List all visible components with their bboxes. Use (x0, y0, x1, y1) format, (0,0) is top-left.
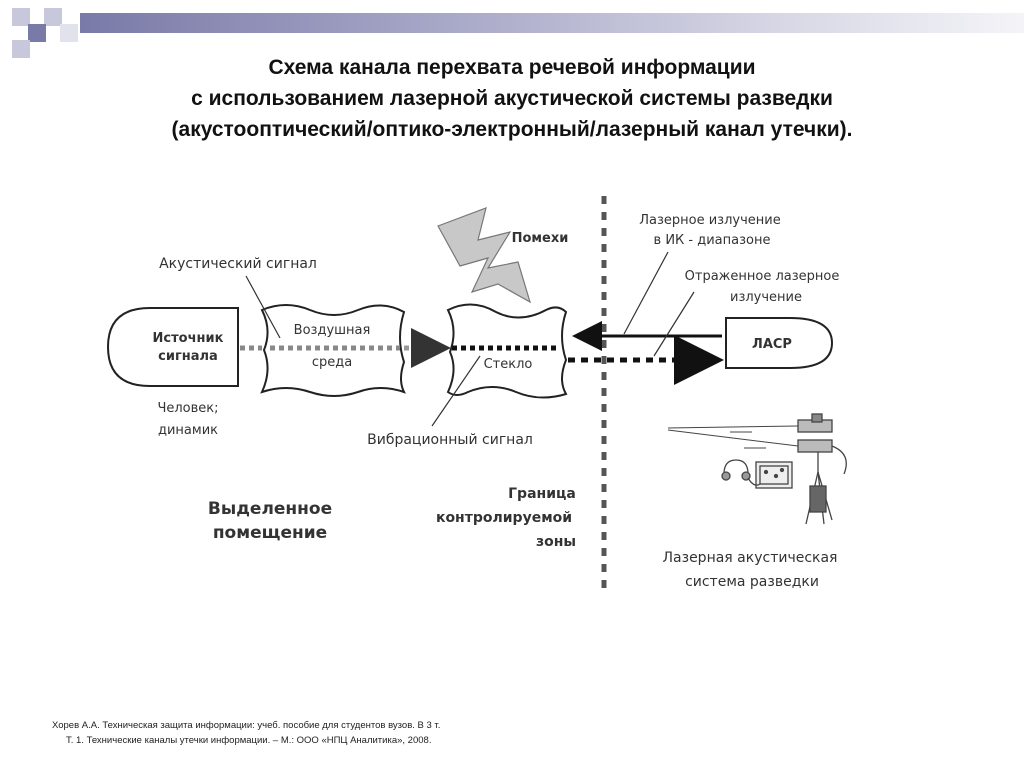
decoration-square (44, 8, 62, 26)
boundary-label: Граница (508, 486, 576, 502)
decoration-square (28, 24, 46, 42)
room-label: помещение (213, 523, 327, 543)
leader-line (653, 291, 695, 357)
human-label: Человек; (157, 401, 218, 416)
acoustic-signal-label: Акустический сигнал (159, 256, 317, 272)
air-label: Воздушная (294, 323, 371, 338)
system-label: Лазерная акустическая (663, 550, 838, 566)
interference-lightning-icon (437, 207, 532, 304)
citation-line: Т. 1. Технические каналы утечки информац… (66, 735, 432, 746)
lasr-label: ЛАСР (752, 337, 792, 352)
interference-label: Помехи (512, 231, 569, 246)
reflected-label: Отраженное лазерное (685, 269, 840, 284)
vibration-signal-label: Вибрационный сигнал (367, 432, 533, 448)
source-label: Источник (153, 331, 224, 346)
lasr-shape (725, 317, 834, 369)
header-decoration-bar (80, 13, 1024, 33)
page-title: Схема канала перехвата речевой информаци… (0, 52, 1024, 145)
title-line: с использованием лазерной акустической с… (191, 87, 833, 110)
source-label: сигнала (158, 349, 218, 364)
system-label: система разведки (685, 574, 819, 590)
glass-label: Стекло (484, 357, 533, 372)
laser-system-illustration (667, 413, 847, 525)
air-label: среда (312, 355, 352, 370)
glass-shape (446, 303, 568, 399)
leader-line (623, 251, 669, 335)
title-line: (акустооптический/оптико-электронный/лаз… (171, 118, 853, 141)
boundary-label: контролируемой (436, 510, 572, 526)
laser-ir-label: в ИК - диапазоне (654, 233, 771, 248)
leader-line (245, 275, 281, 339)
human-label: динамик (158, 423, 218, 438)
decoration-square (12, 8, 30, 26)
laser-ir-label: Лазерное излучение (639, 213, 780, 228)
title-line: Схема канала перехвата речевой информаци… (268, 56, 756, 79)
boundary-label: зоны (536, 534, 576, 550)
room-label: Выделенное (208, 499, 332, 519)
leader-line (431, 355, 481, 427)
source-citation: Хорев А.А. Техническая защита информации… (52, 718, 440, 748)
decoration-square (12, 40, 30, 58)
citation-line: Хорев А.А. Техническая защита информации… (52, 720, 441, 731)
signal-source-shape (106, 307, 239, 387)
reflected-label: излучение (730, 290, 802, 305)
decoration-square (60, 24, 78, 42)
